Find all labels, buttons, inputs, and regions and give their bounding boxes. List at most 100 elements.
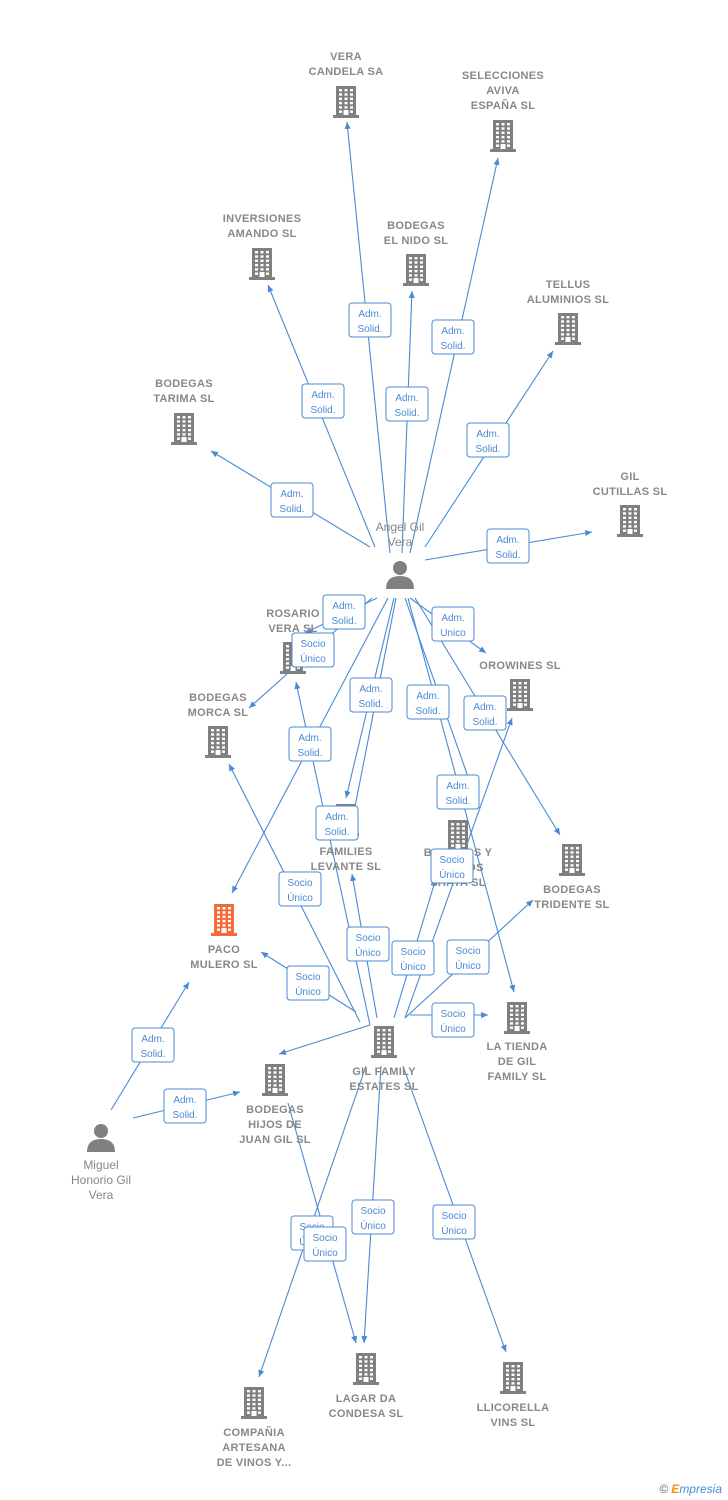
relation-label-box bbox=[431, 319, 475, 355]
company-name: CANDELA SA bbox=[309, 66, 384, 78]
building-icon bbox=[559, 844, 585, 876]
edge-angel-to-nido bbox=[401, 290, 415, 554]
relation-label-text: Solid. bbox=[172, 1110, 197, 1121]
relation-label[interactable]: Adm. Solid. bbox=[163, 1088, 207, 1124]
building-icon bbox=[617, 505, 643, 537]
relation-label[interactable]: Adm.Solid. bbox=[406, 684, 450, 720]
building-icon bbox=[507, 679, 533, 711]
building-icon bbox=[500, 1362, 526, 1394]
relation-label-box bbox=[322, 594, 366, 630]
person-name: Vera bbox=[89, 1188, 114, 1202]
company-name: DE GIL bbox=[498, 1056, 536, 1068]
relation-label[interactable]: Adm.Solid. bbox=[270, 482, 314, 518]
relation-label[interactable]: Adm.Solid. bbox=[436, 774, 480, 810]
relation-label-box bbox=[346, 926, 390, 962]
company-name: INVERSIONES bbox=[223, 213, 302, 225]
company-name: ALUMINIOS SL bbox=[527, 294, 609, 306]
relation-label-text: Solid. bbox=[394, 408, 419, 419]
relation-label-text: Socio bbox=[441, 1211, 466, 1222]
company-name: BODEGAS bbox=[155, 378, 213, 390]
relation-label-text: Único bbox=[295, 985, 321, 998]
relation-label[interactable]: Adm.Solid. bbox=[301, 383, 345, 419]
relation-label-text: Adm. bbox=[416, 691, 439, 702]
relation-label-box bbox=[315, 805, 359, 841]
company-node-morca[interactable]: BODEGAS MORCA SL bbox=[188, 692, 249, 758]
relation-label[interactable]: Adm.Solid. bbox=[348, 302, 392, 338]
building-icon bbox=[262, 1064, 288, 1096]
building-icon bbox=[205, 726, 231, 758]
relation-label[interactable]: Adm.Solid. bbox=[486, 528, 530, 564]
relation-label[interactable]: Adm.Solid. bbox=[431, 319, 475, 355]
company-name: ARTESANA bbox=[222, 1442, 286, 1454]
empresia-brand[interactable]: ©Empresia bbox=[659, 1482, 722, 1496]
building-icon bbox=[371, 1026, 397, 1058]
building-icon bbox=[403, 254, 429, 286]
company-name: MORCA SL bbox=[188, 707, 249, 719]
building-icon bbox=[241, 1387, 267, 1419]
relation-label-text: Solid. bbox=[324, 827, 349, 838]
relation-label-text: Solid. bbox=[279, 504, 304, 515]
person-name: Vera bbox=[388, 535, 413, 549]
relation-label-box bbox=[349, 677, 393, 713]
relation-label-text: Solid. bbox=[475, 444, 500, 455]
relation-label[interactable]: Adm.Unico bbox=[431, 606, 475, 642]
relation-label[interactable]: Adm.Solid. bbox=[322, 594, 366, 630]
relation-label-text: Socio bbox=[312, 1233, 337, 1244]
relation-label-text: Único bbox=[441, 1224, 467, 1237]
company-name: VINS SL bbox=[491, 1417, 536, 1429]
company-name: LLICORELLA bbox=[477, 1402, 550, 1414]
edge-angel-to-selecciones bbox=[409, 157, 500, 554]
company-name: CONDESA SL bbox=[329, 1408, 404, 1420]
relation-label-text: Adm. bbox=[441, 326, 464, 337]
relation-label[interactable]: Adm.Solid. bbox=[315, 805, 359, 841]
relation-label-box bbox=[406, 684, 450, 720]
company-name: FAMILIES bbox=[319, 846, 372, 858]
relation-label[interactable]: Adm.Solid. bbox=[466, 422, 510, 458]
relation-label[interactable]: Adm.Solid. bbox=[385, 386, 429, 422]
relation-label[interactable]: Adm.Solid. bbox=[349, 677, 393, 713]
relation-label-text: Único bbox=[300, 652, 326, 665]
company-node-orowines[interactable]: OROWINES SL bbox=[479, 660, 561, 711]
relation-label-box bbox=[446, 939, 490, 975]
relation-label-text: Adm. bbox=[173, 1095, 196, 1106]
relation-label[interactable]: Adm.Solid. bbox=[288, 726, 332, 762]
company-node-llicorella[interactable]: LLICORELLA VINS SL bbox=[477, 1362, 550, 1429]
relation-label[interactable]: Adm.Solid. bbox=[463, 695, 507, 731]
relation-label-box bbox=[131, 1027, 175, 1063]
company-name: DE VINOS Y... bbox=[217, 1457, 292, 1469]
copyright-symbol: © bbox=[659, 1482, 669, 1496]
relation-label-text: Único bbox=[360, 1219, 386, 1232]
relation-label-text: Adm. bbox=[141, 1034, 164, 1045]
company-name: BODEGAS bbox=[189, 692, 247, 704]
relation-label[interactable]: Adm.Solid. bbox=[131, 1027, 175, 1063]
company-name: JUAN GIL SL bbox=[239, 1134, 311, 1146]
relation-label-text: Socio bbox=[355, 933, 380, 944]
